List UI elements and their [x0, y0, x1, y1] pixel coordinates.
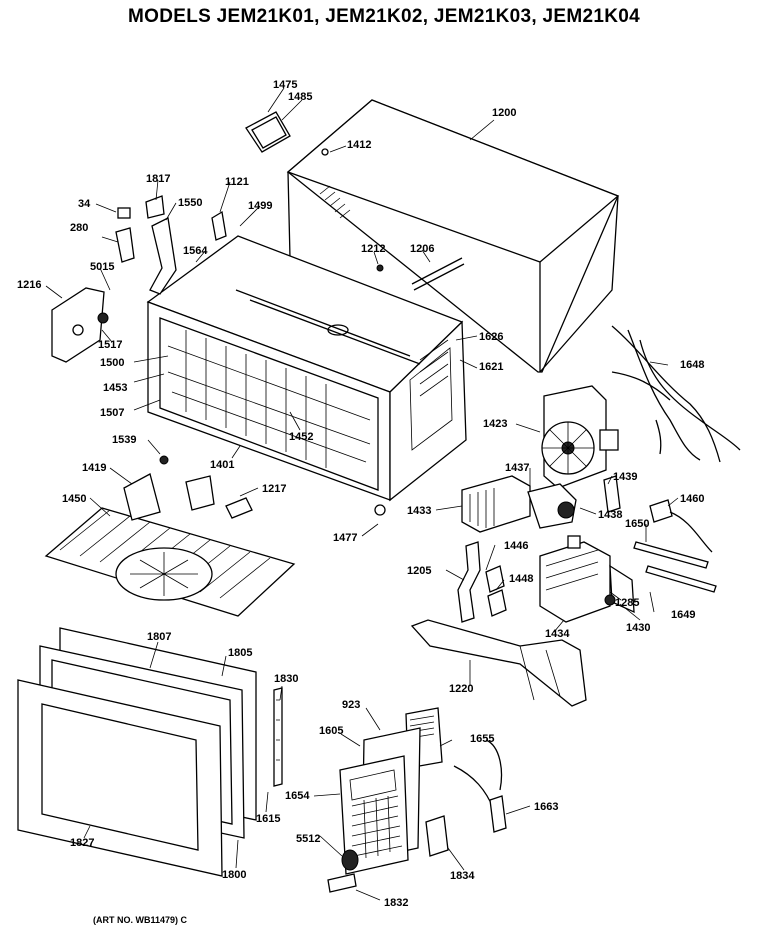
misc-parts-right — [633, 499, 717, 593]
callout-1834: 1834 — [450, 870, 475, 882]
leader-lines — [45, 87, 679, 901]
callout-1419: 1419 — [82, 462, 106, 474]
callout-5015: 5015 — [90, 261, 114, 273]
oven-cavity — [146, 235, 467, 502]
callout-1477: 1477 — [333, 532, 357, 544]
callout-1663: 1663 — [534, 801, 558, 813]
callout-1460: 1460 — [680, 493, 704, 505]
callout-1626: 1626 — [479, 331, 503, 343]
callout-1200: 1200 — [492, 107, 516, 119]
callout-280: 280 — [70, 222, 88, 234]
callout-1605: 1605 — [319, 725, 343, 737]
bottom-shelf-1450 — [44, 455, 386, 617]
callout-1452: 1452 — [289, 431, 313, 443]
callout-1220: 1220 — [449, 683, 473, 695]
bracket-1205 — [457, 541, 507, 623]
callout-1499: 1499 — [248, 200, 272, 212]
callout-1212: 1212 — [361, 243, 385, 255]
wire-harness-1648 — [611, 325, 741, 463]
left-side-parts — [51, 195, 465, 363]
callout-1439: 1439 — [613, 471, 637, 483]
callout-1430: 1430 — [626, 622, 650, 634]
callout-1121: 1121 — [225, 176, 249, 188]
callout-1654: 1654 — [285, 790, 310, 802]
callout-1206: 1206 — [410, 243, 434, 255]
callout-5512: 5512 — [296, 833, 320, 845]
callout-1832: 1832 — [384, 897, 408, 909]
callout-1517: 1517 — [98, 339, 122, 351]
callout-1830: 1830 — [274, 673, 298, 685]
callout-1448: 1448 — [509, 573, 533, 585]
callout-1615: 1615 — [256, 813, 280, 825]
air-guide-1220 — [410, 619, 587, 707]
callout-1807: 1807 — [147, 631, 171, 643]
callout-1205: 1205 — [407, 565, 431, 577]
callout-1450: 1450 — [62, 493, 86, 505]
callout-1485: 1485 — [288, 91, 312, 103]
callout-1539: 1539 — [112, 434, 136, 446]
art-number-note: (ART NO. WB11479) C — [93, 915, 188, 925]
door-assembly — [17, 627, 283, 877]
callout-1650: 1650 — [625, 518, 649, 530]
callout-1800: 1800 — [222, 869, 246, 881]
callout-1648: 1648 — [680, 359, 704, 371]
callout-1827: 1827 — [70, 837, 94, 849]
callout-1500: 1500 — [100, 357, 124, 369]
control-panel — [327, 707, 507, 893]
callout-1507: 1507 — [100, 407, 124, 419]
callout-1446: 1446 — [504, 540, 528, 552]
callout-1401: 1401 — [210, 459, 234, 471]
callout-1217: 1217 — [262, 483, 286, 495]
magnetron-1434 — [539, 535, 635, 623]
callout-labels: 1475 1485 1200 1412 1817 1121 34 1550 14… — [17, 79, 704, 909]
callout-923: 923 — [342, 699, 360, 711]
callout-1805: 1805 — [228, 647, 252, 659]
callout-1434: 1434 — [545, 628, 570, 640]
cover-plate-1475 — [245, 111, 291, 153]
callout-1817: 1817 — [146, 173, 170, 185]
callout-1438: 1438 — [598, 509, 622, 521]
callout-1216: 1216 — [17, 279, 41, 291]
callout-1649: 1649 — [671, 609, 695, 621]
callout-1655: 1655 — [470, 733, 494, 745]
callout-1412: 1412 — [347, 139, 371, 151]
callout-34: 34 — [78, 198, 91, 210]
callout-1437: 1437 — [505, 462, 529, 474]
callout-1423: 1423 — [483, 418, 507, 430]
callout-1285: 1285 — [615, 597, 639, 609]
callout-1621: 1621 — [479, 361, 503, 373]
callout-1550: 1550 — [178, 197, 202, 209]
outer-case-1200 — [286, 99, 620, 373]
transformer-1433 — [461, 475, 621, 533]
diagram-title: MODELS JEM21K01, JEM21K02, JEM21K03, JEM… — [128, 6, 640, 27]
callout-1475: 1475 — [273, 79, 297, 91]
callout-1564: 1564 — [183, 245, 208, 257]
callout-1453: 1453 — [103, 382, 127, 394]
fan-1423 — [541, 385, 619, 489]
callout-1433: 1433 — [407, 505, 431, 517]
